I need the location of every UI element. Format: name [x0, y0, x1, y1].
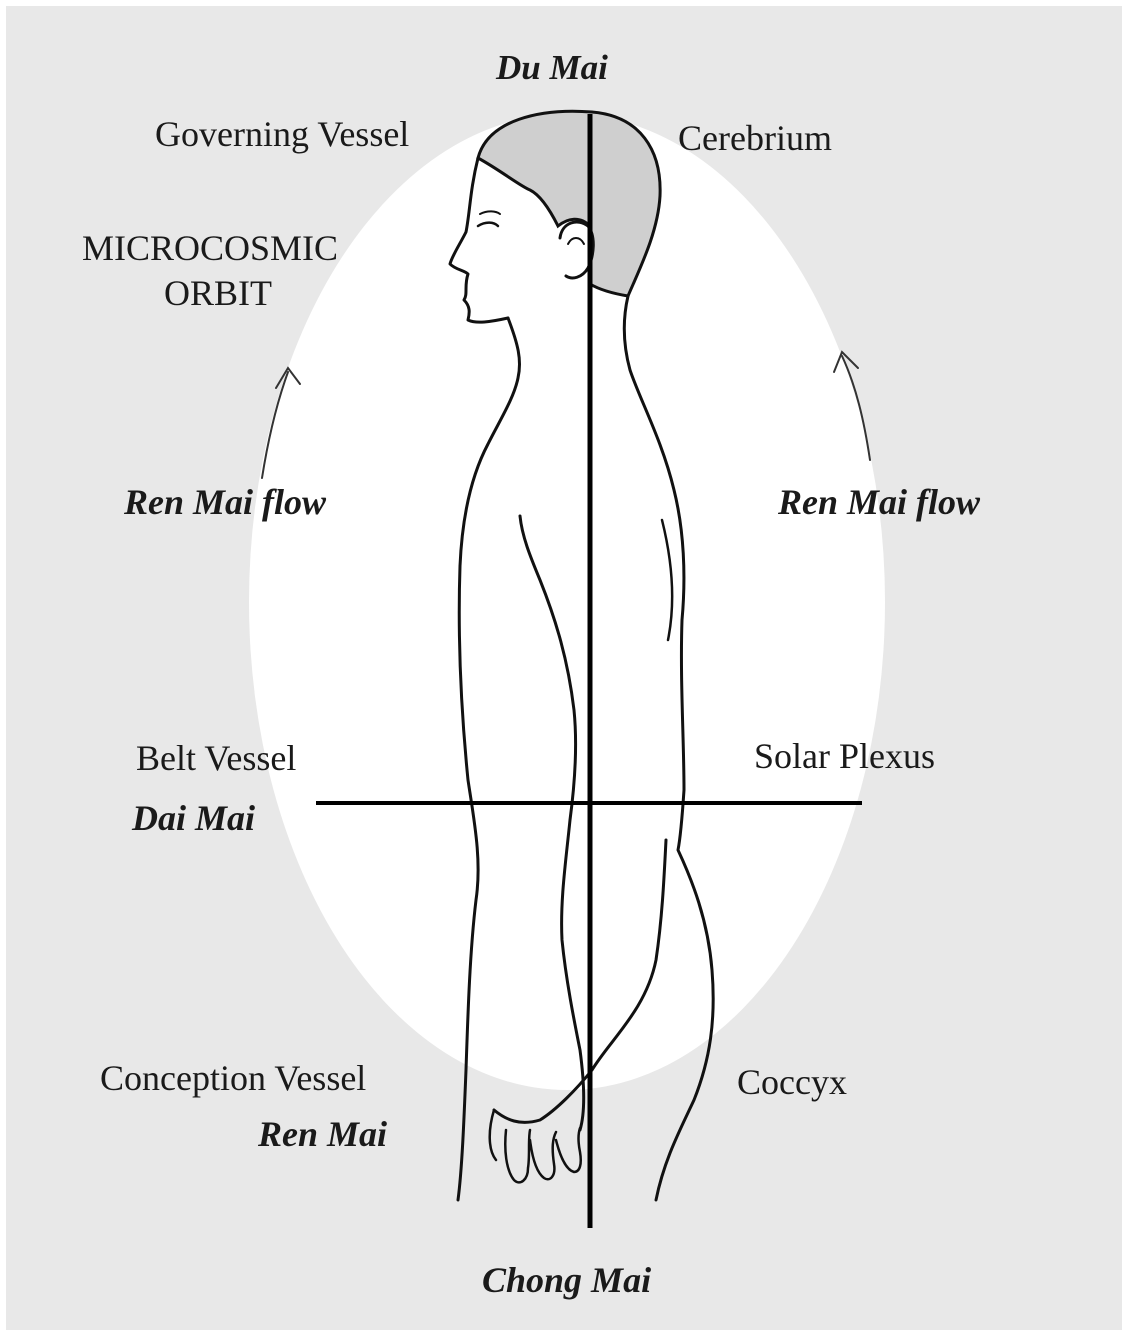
ren-mai-label: Ren Mai	[258, 1116, 387, 1152]
chong-mai-label: Chong Mai	[482, 1262, 651, 1298]
du-mai-label: Du Mai	[496, 50, 608, 85]
ren-mai-flow-left-label: Ren Mai flow	[124, 484, 326, 520]
cerebrium-label: Cerebrium	[678, 120, 832, 156]
ren-mai-flow-right-label: Ren Mai flow	[778, 484, 980, 520]
microcosmic-orbit-label: MICROCOSMIC ORBIT	[82, 226, 338, 316]
orbit-oval	[249, 114, 885, 1090]
belt-vessel-label: Belt Vessel	[136, 740, 296, 776]
governing-vessel-label: Governing Vessel	[155, 116, 409, 152]
conception-vessel-label: Conception Vessel	[100, 1060, 366, 1096]
dai-mai-label: Dai Mai	[132, 800, 255, 836]
orbit-line: ORBIT	[82, 271, 338, 316]
coccyx-label: Coccyx	[737, 1064, 847, 1100]
microcosmic-line: MICROCOSMIC	[82, 226, 338, 271]
solar-plexus-label: Solar Plexus	[754, 738, 935, 774]
